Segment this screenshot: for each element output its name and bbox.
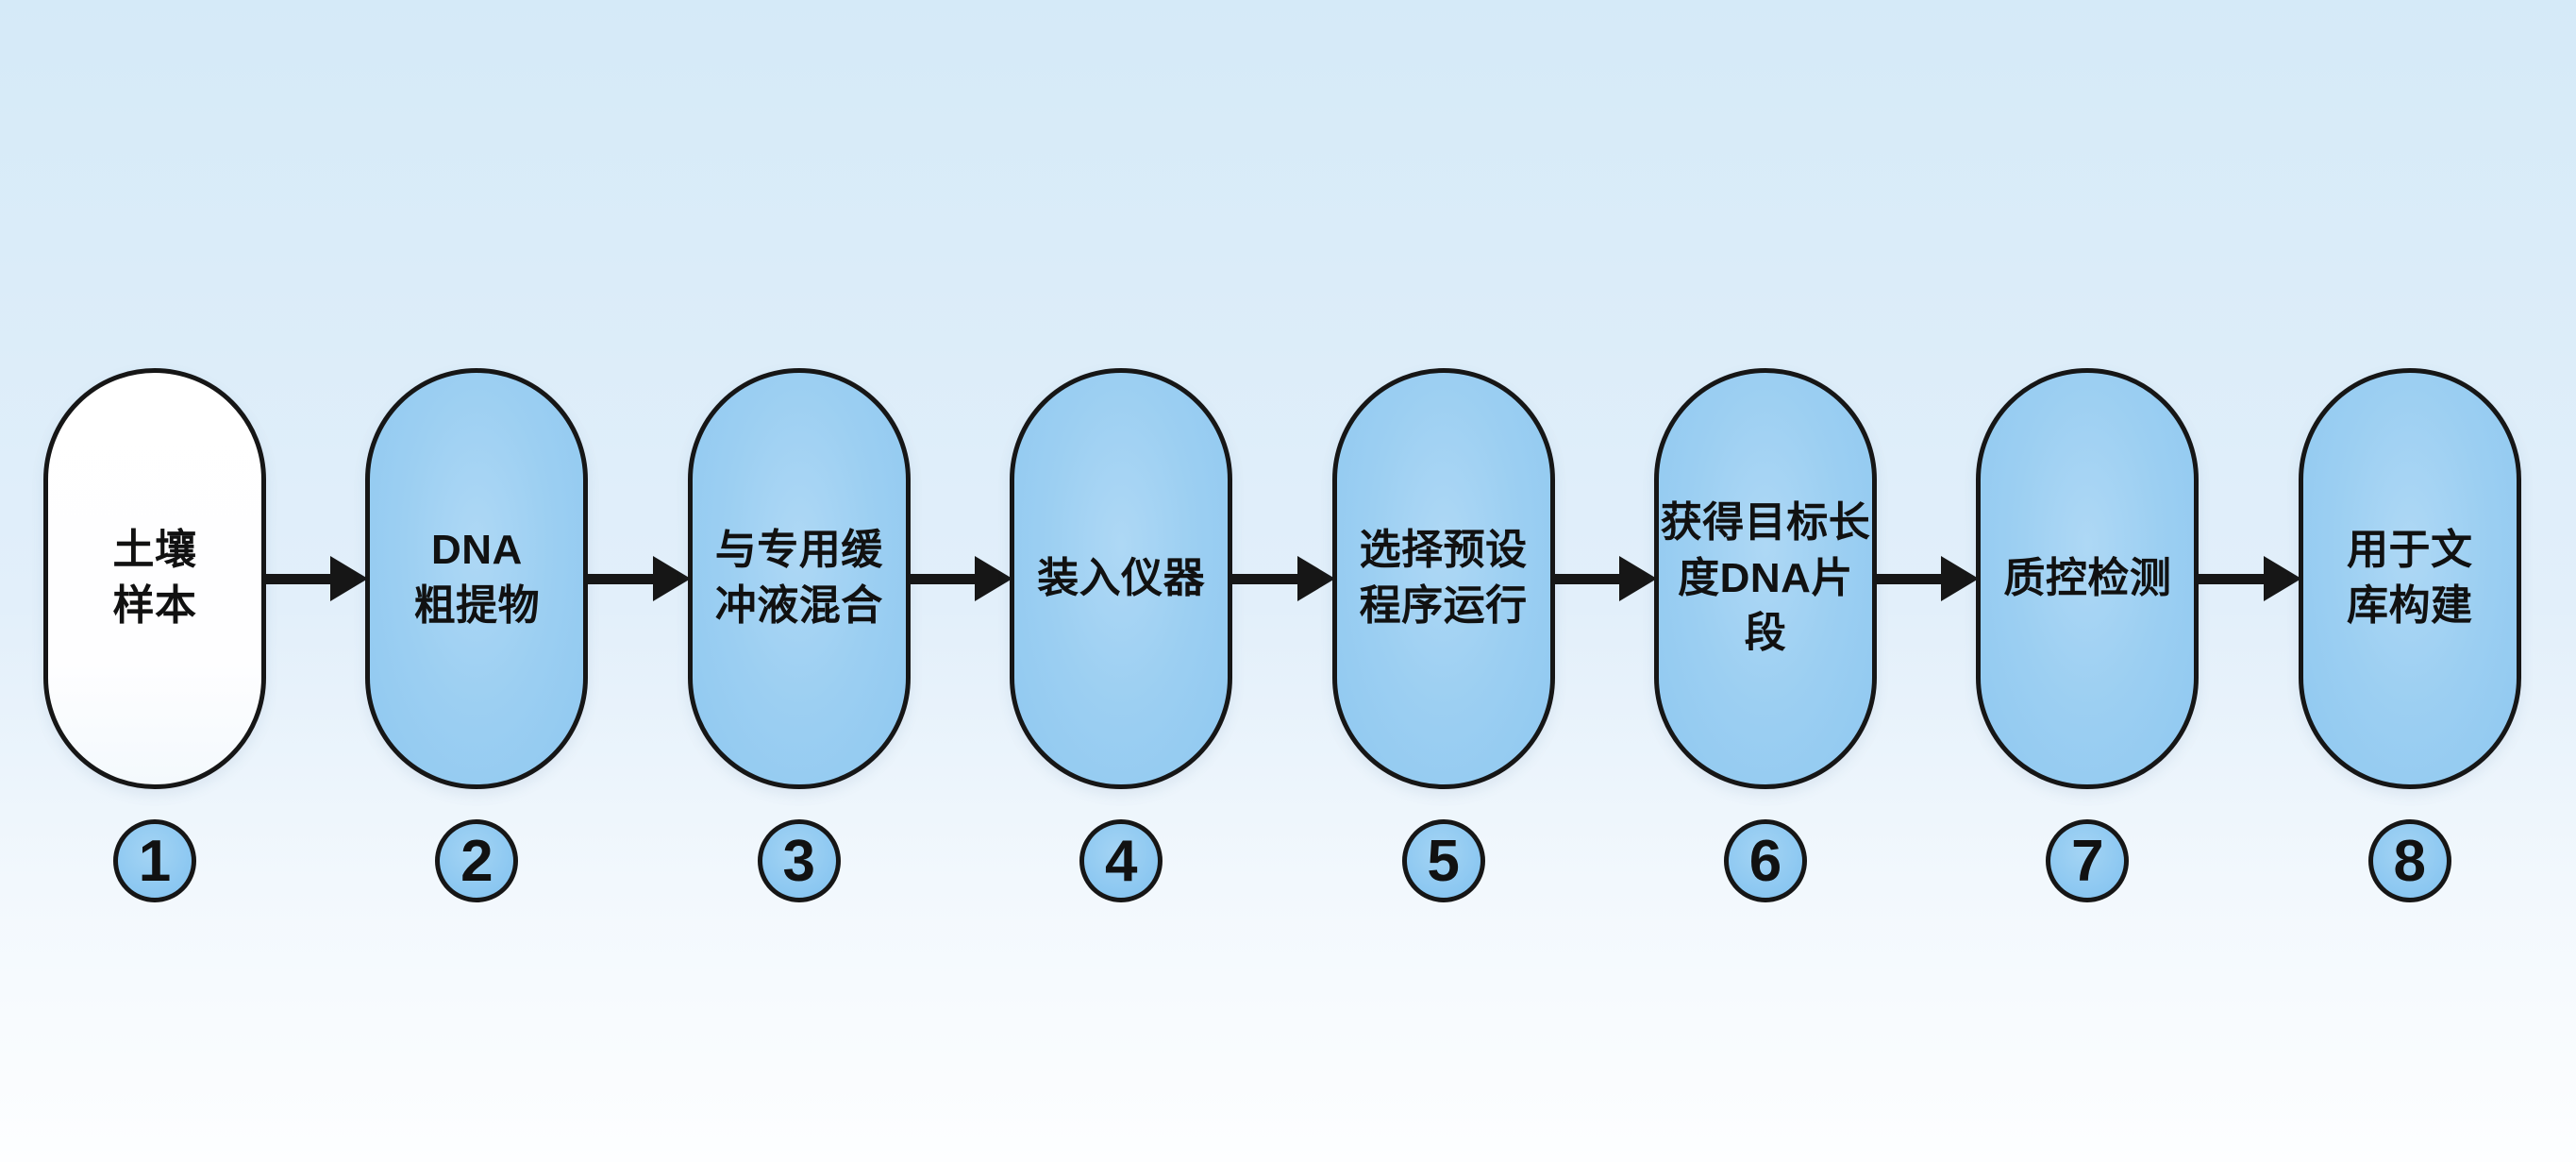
- flow-node-label: 获得目标长 度DNA片段: [1659, 496, 1872, 662]
- flow-step-3: 与专用缓 冲液混合 3: [687, 368, 911, 902]
- label-line: 冲液混合: [714, 582, 883, 629]
- flow-node-select-preset-program[interactable]: 选择预设 程序运行: [1331, 368, 1555, 789]
- step-number-badge: 1: [113, 819, 196, 902]
- flow-step-1: 土壤 样本 1: [43, 368, 266, 902]
- arrow-head: [652, 556, 691, 601]
- step-number: 8: [2393, 828, 2427, 894]
- label-line: 选择预设: [1359, 527, 1528, 574]
- flow-node-label: DNA 粗提物: [370, 523, 583, 633]
- step-number-badge: 7: [2046, 819, 2130, 902]
- arrow-shaft: [264, 573, 333, 584]
- step-number-badge: 5: [1401, 819, 1485, 902]
- arrow-head: [1618, 556, 1657, 601]
- step-number-badge: 6: [1724, 819, 1807, 902]
- step-number-badge: 2: [435, 819, 519, 902]
- flow-node-library-construction[interactable]: 用于文 库构建: [2298, 368, 2521, 789]
- flow-node-load-instrument[interactable]: 装入仪器: [1010, 368, 1233, 789]
- flow-node-label: 质控检测: [1981, 551, 2194, 607]
- flow-node-qc-test[interactable]: 质控检测: [1976, 368, 2200, 789]
- arrow-shaft: [908, 573, 978, 584]
- label-line: 装入仪器: [1037, 554, 1206, 601]
- flow-step-8: 用于文 库构建 8: [2298, 368, 2521, 902]
- arrow-shaft: [1230, 573, 1300, 584]
- flow-node-label: 选择预设 程序运行: [1337, 523, 1550, 633]
- flow-node-target-length-dna[interactable]: 获得目标长 度DNA片段: [1654, 368, 1877, 789]
- flow-step-2: DNA 粗提物 2: [365, 368, 589, 902]
- flow-node-mix-buffer[interactable]: 与专用缓 冲液混合: [687, 368, 911, 789]
- step-number: 1: [138, 828, 172, 894]
- step-number-badge: 3: [757, 819, 841, 902]
- label-line: 质控检测: [2003, 554, 2172, 601]
- flow-node-label: 土壤 样本: [48, 523, 261, 633]
- label-line: 库构建: [2347, 582, 2473, 629]
- label-line: 获得目标长: [1660, 499, 1871, 547]
- flow-step-7: 质控检测 7: [1976, 368, 2200, 902]
- step-number: 6: [1748, 828, 1782, 894]
- step-number: 7: [2071, 828, 2104, 894]
- step-number: 2: [460, 828, 493, 894]
- label-line: 样本: [112, 582, 197, 629]
- arrow-shaft: [1552, 573, 1622, 584]
- label-line: 用于文: [2347, 527, 2473, 574]
- label-line: DNA: [430, 527, 523, 574]
- arrow-shaft: [2197, 573, 2267, 584]
- flow-step-6: 获得目标长 度DNA片段 6: [1654, 368, 1877, 902]
- flow-node-label: 装入仪器: [1014, 551, 1228, 607]
- label-line: 与专用缓: [714, 527, 883, 574]
- step-number: 3: [782, 828, 816, 894]
- flow-step-5: 选择预设 程序运行 5: [1331, 368, 1555, 902]
- label-line: 度DNA片段: [1678, 554, 1853, 657]
- label-line: 土壤: [112, 527, 197, 574]
- flow-node-soil-sample[interactable]: 土壤 样本: [43, 368, 266, 789]
- flow-node-label: 与专用缓 冲液混合: [693, 523, 906, 633]
- flow-node-dna-crude-extract[interactable]: DNA 粗提物: [365, 368, 589, 789]
- arrow-shaft: [1875, 573, 1944, 584]
- arrow-head: [1941, 556, 1980, 601]
- flow-step-4: 装入仪器 4: [1010, 368, 1233, 902]
- label-line: 程序运行: [1359, 582, 1528, 629]
- arrow-head: [2263, 556, 2301, 601]
- arrow-shaft: [586, 573, 656, 584]
- step-number: 4: [1104, 828, 1138, 894]
- arrow-head: [330, 556, 369, 601]
- flow-node-label: 用于文 库构建: [2303, 523, 2517, 633]
- arrow-head: [975, 556, 1013, 601]
- step-number: 5: [1427, 828, 1460, 894]
- arrow-head: [1296, 556, 1335, 601]
- step-number-badge: 8: [2367, 819, 2451, 902]
- label-line: 粗提物: [413, 582, 541, 629]
- step-number-badge: 4: [1079, 819, 1163, 902]
